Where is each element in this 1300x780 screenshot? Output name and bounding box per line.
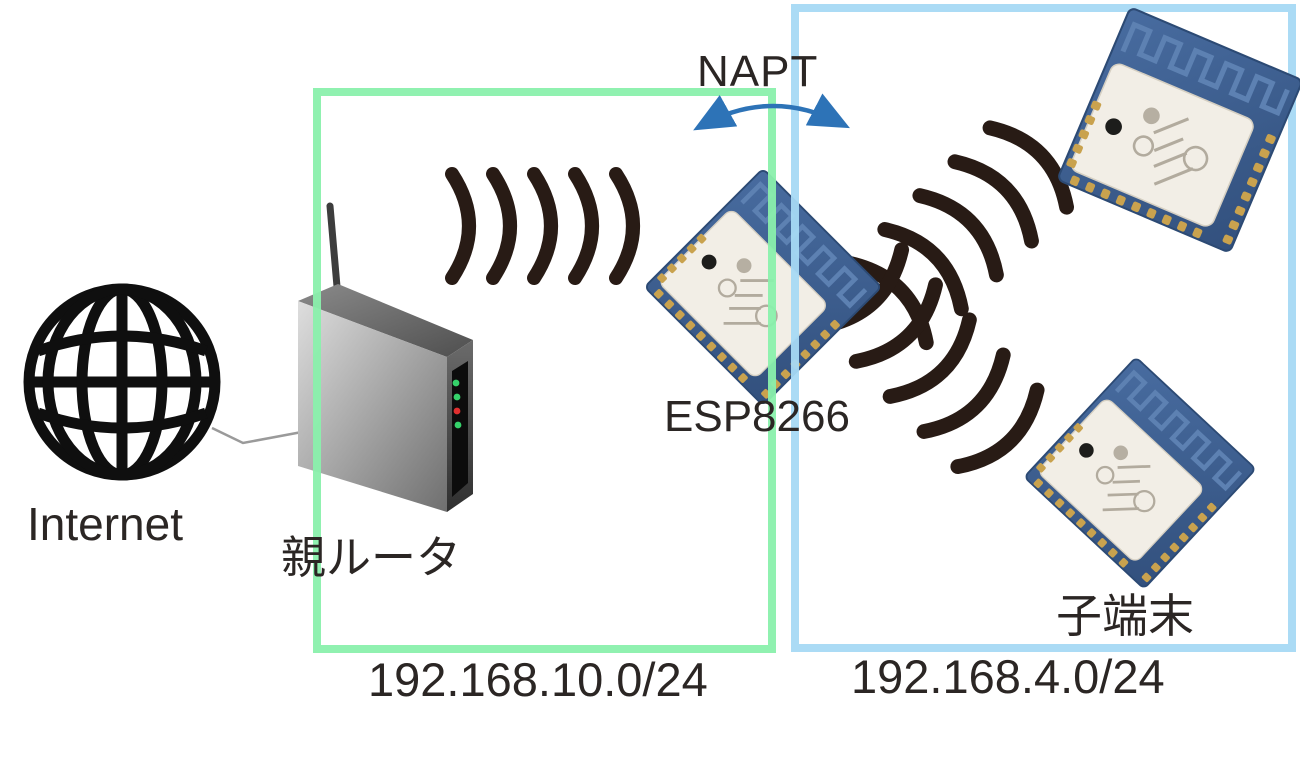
parent-network-box <box>313 88 776 653</box>
napt-arrow-icon <box>693 93 850 131</box>
router-led-green <box>453 393 461 401</box>
router-led-red <box>453 407 461 415</box>
wifi-waves-esp-to-upper-child-icon <box>850 115 1080 342</box>
esp8266-label: ESP8266 <box>664 392 850 441</box>
network-cable <box>211 426 319 445</box>
router-icon <box>298 202 473 512</box>
wifi-waves-router-to-esp-icon <box>452 174 633 278</box>
napt-label: NAPT <box>697 47 819 96</box>
child-terminal-label: 子端末 <box>1056 590 1194 642</box>
child-subnet-label: 192.168.4.0/24 <box>851 650 1165 703</box>
child-network-box <box>791 4 1296 652</box>
esp-module-lower-child-icon <box>1024 357 1256 589</box>
esp-module-upper-child-icon <box>1057 7 1300 252</box>
router-led-green <box>452 379 460 387</box>
parent-subnet-label: 192.168.10.0/24 <box>368 653 708 706</box>
parent-router-label: 親ルータ <box>281 532 462 583</box>
globe-icon <box>23 283 221 481</box>
internet-label: Internet <box>27 498 183 550</box>
router-led-green <box>454 421 462 429</box>
esp-module-esp8266-icon <box>645 169 882 406</box>
